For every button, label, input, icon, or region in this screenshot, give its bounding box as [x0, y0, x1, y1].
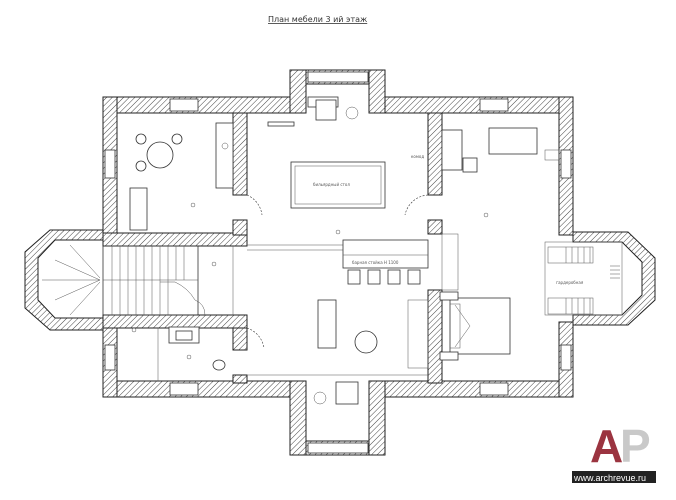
bathroom [131, 326, 265, 381]
watermark-url: www.archrevue.ru [573, 473, 646, 483]
bar-counter-label: барная стойка Н 1100 [352, 260, 399, 265]
wardrobe-room: гардеробная [544, 241, 623, 316]
dining-room [129, 122, 263, 231]
billiard-room: бильярдный стол комод барная стойка Н 11… [247, 96, 429, 405]
chair [462, 157, 478, 173]
round-table [146, 141, 174, 169]
kitchen-counter [215, 122, 234, 189]
billiard-table-label: бильярдный стол [313, 182, 350, 187]
logo-letter-p: P [620, 420, 651, 472]
watermark: A P www.archrevue.ru [572, 420, 656, 483]
logo-letter-a: A [590, 420, 623, 472]
staircase [42, 244, 234, 316]
sofa [317, 299, 337, 349]
wardrobe-label: гардеробная [556, 280, 584, 285]
coffee-table [354, 330, 378, 354]
dresser-label: комод [411, 154, 424, 159]
kitchen-cabinet [129, 187, 148, 231]
armchair [315, 99, 337, 121]
billiard-table [290, 161, 386, 209]
windows [104, 71, 572, 454]
bedroom [439, 127, 560, 361]
sofa [488, 127, 538, 155]
bar-counter [342, 239, 429, 269]
plan-title: План мебели 3 ий этаж [268, 15, 367, 24]
bed [449, 297, 511, 355]
armchair [335, 381, 359, 405]
